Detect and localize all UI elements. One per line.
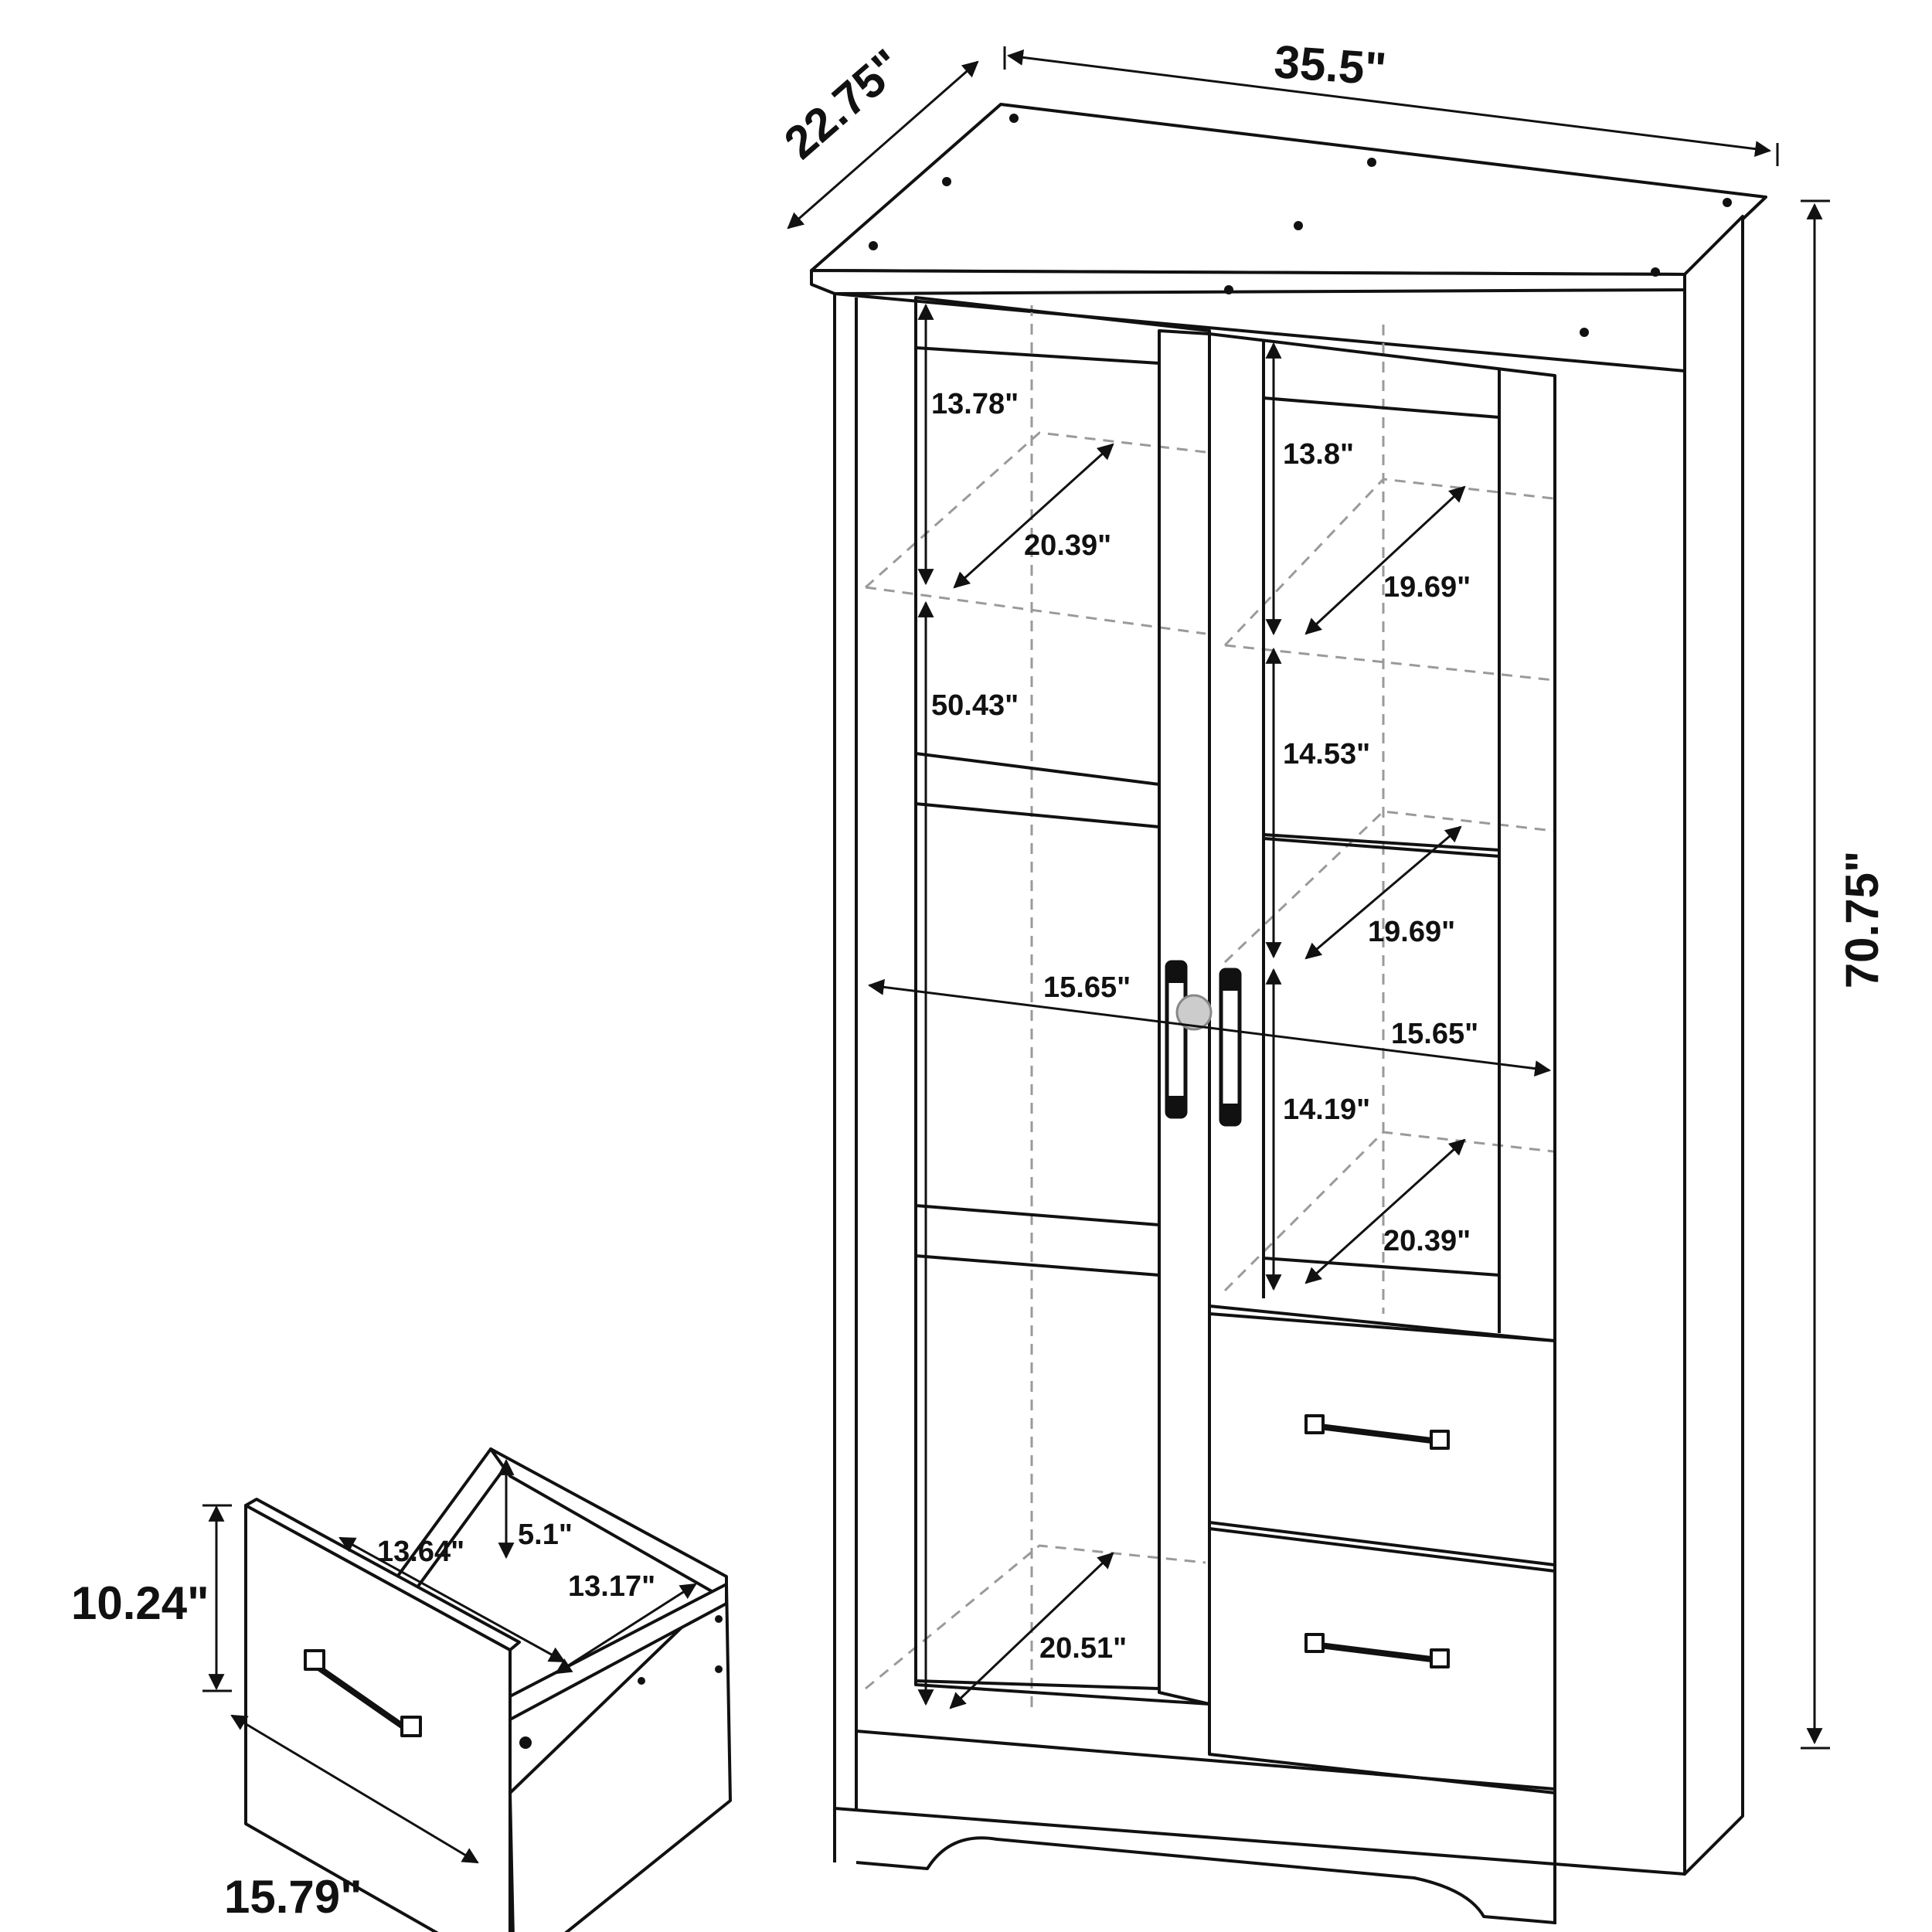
- right-lower-height-label: 14.19": [1283, 1094, 1370, 1126]
- cabinet-top-front-edge: [810, 269, 1686, 295]
- overall-depth-label: 22.75": [774, 39, 913, 169]
- left-lower-height-label: 50.43": [931, 689, 1019, 722]
- lower-drawer-handle: [1304, 1633, 1450, 1668]
- drawer-right-side: [509, 1583, 732, 1932]
- cabinet-side-panel: [1683, 215, 1744, 1876]
- left-bottom-depth-label: 20.51": [1039, 1632, 1127, 1665]
- drawer-front-width-label: 15.79": [224, 1871, 362, 1923]
- right-interior-width-label: 15.65": [1391, 1018, 1478, 1050]
- right-top-depth-label: 19.69": [1383, 571, 1471, 604]
- drawer-dimension-lines: [202, 1458, 697, 1864]
- drawer-height-label: 10.24": [71, 1577, 209, 1629]
- left-top-shelf-height-label: 13.78": [931, 388, 1019, 420]
- cabinet-top-surface: [810, 103, 1767, 276]
- door-handle-right: [1219, 968, 1242, 1127]
- left-top-shelf-depth-label: 20.39": [1024, 529, 1111, 562]
- overall-height-label: 70.75": [1836, 851, 1888, 989]
- drawer-interior-width-label: 13.64": [377, 1536, 464, 1568]
- overall-width-label: 35.5": [1273, 36, 1389, 95]
- right-middle-depth-label: 19.69": [1368, 916, 1455, 948]
- dimension-lines: [787, 46, 1830, 1750]
- right-middle-height-label: 14.53": [1283, 738, 1370, 770]
- upper-drawer-front: [1208, 1312, 1556, 1566]
- right-top-height-label: 13.8": [1283, 438, 1354, 471]
- cabinet-drawing: [810, 103, 1767, 1924]
- lower-drawer-front: [1208, 1527, 1556, 1794]
- right-lower-depth-label: 20.39": [1383, 1225, 1471, 1257]
- drawer-interior-depth-label: 13.17": [568, 1570, 655, 1603]
- upper-drawer-handle: [1304, 1414, 1450, 1450]
- door-handle-left: [1165, 960, 1188, 1119]
- cabinet-base: [855, 1730, 1556, 1791]
- left-interior-width-label: 15.65": [1043, 971, 1131, 1004]
- cabinet-base-kick: [855, 1836, 1556, 1924]
- drawer-interior-height-label: 5.1": [518, 1519, 573, 1551]
- drawer-detail: [244, 1447, 732, 1932]
